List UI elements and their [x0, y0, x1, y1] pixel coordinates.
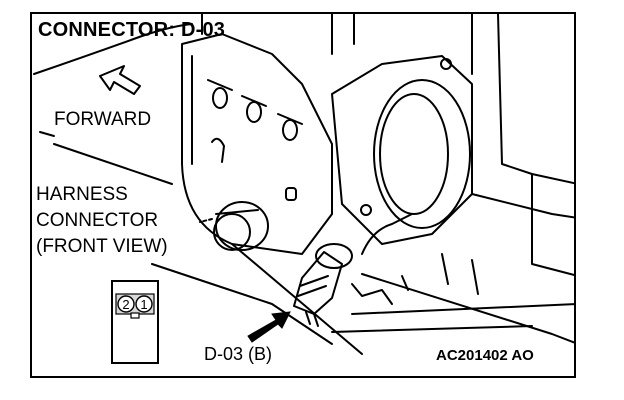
diagram-frame: 2 1 CONNECTOR: D-03 FORWARD HARNESS CONN…: [30, 12, 576, 378]
harness-label-line-1: HARNESS: [36, 184, 128, 205]
engine-illustration: 2 1: [33, 14, 574, 364]
forward-arrow-icon: [99, 65, 141, 95]
connector-plug: [293, 251, 343, 315]
forward-line: [53, 143, 173, 185]
slot: [282, 119, 298, 141]
harness-label-line-2: CONNECTOR: [36, 210, 159, 231]
forward-label: FORWARD: [54, 109, 152, 130]
pin-number-2: 2: [122, 297, 129, 312]
slot: [246, 101, 262, 123]
sensor-housing: [331, 55, 473, 245]
slot: [212, 87, 228, 109]
small-hole: [285, 187, 297, 201]
connector-socket: [315, 243, 353, 269]
harness-connector-label: HARNESS CONNECTOR (FRONT VIEW): [36, 182, 168, 260]
bracket-tab: [211, 137, 225, 163]
bracket-plate: [181, 33, 333, 255]
harness-label-line-3: (FRONT VIEW): [36, 236, 168, 257]
fender-curve: [33, 23, 193, 75]
pointer-arrow-icon: [247, 311, 291, 343]
knob: [215, 201, 269, 251]
harness-connector-front-view: 2 1: [111, 280, 159, 364]
sensor-face: [373, 79, 471, 229]
pin-number-1: 1: [140, 297, 147, 312]
connector-callout-label: D-03 (B): [204, 344, 273, 364]
connector-title: CONNECTOR: D-03: [38, 19, 226, 41]
figure-code: AC201402 AO: [436, 347, 534, 364]
